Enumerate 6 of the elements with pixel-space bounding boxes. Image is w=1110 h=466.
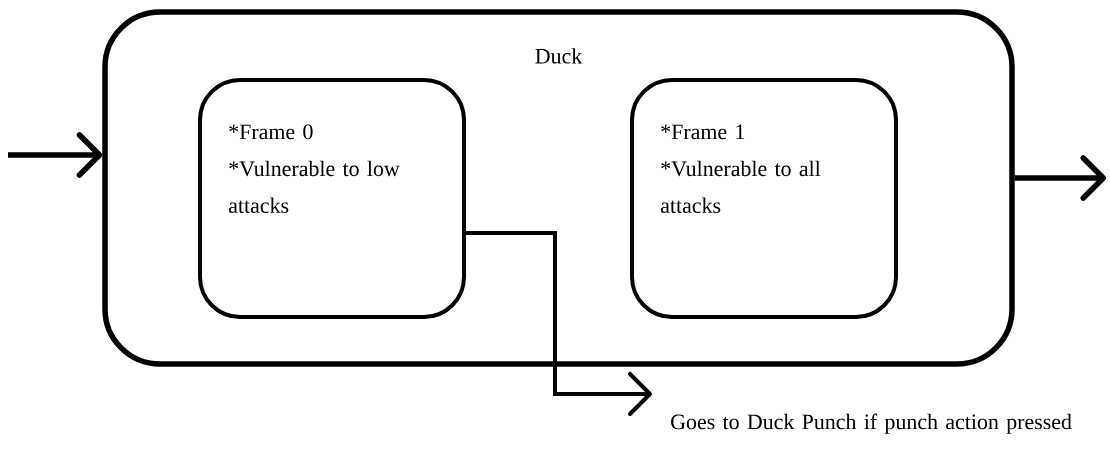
arrow	[466, 231, 652, 416]
state-box: *Frame 0 *Vulnerable to low attacks	[198, 78, 466, 319]
arrow	[1014, 155, 1106, 201]
state-box: *Frame 1 *Vulnerable to all attacks	[630, 78, 898, 319]
note-text: Goes to Duck Punch if punch action pressed	[671, 413, 1072, 434]
arrow	[8, 132, 103, 178]
